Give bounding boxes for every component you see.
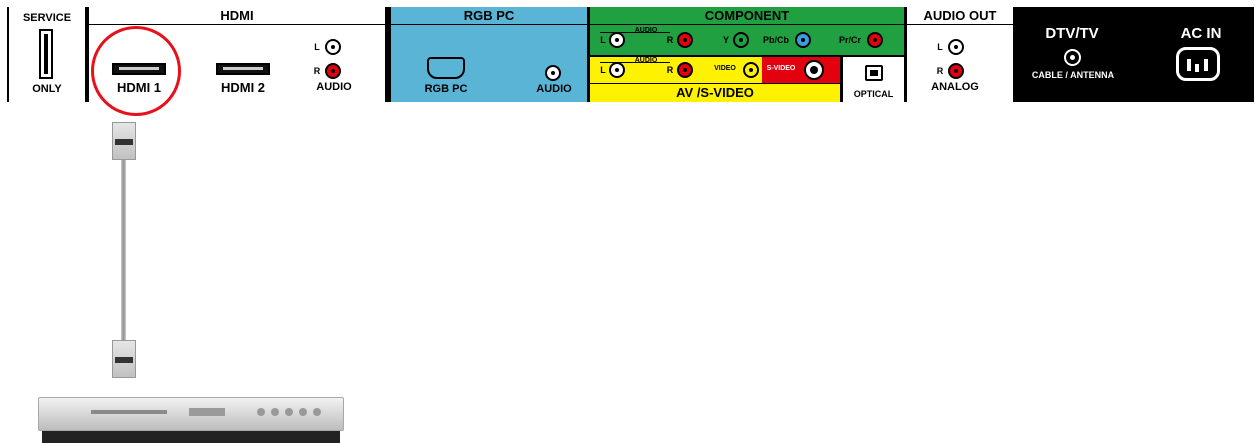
service-section: SERVICE ONLY xyxy=(9,7,85,102)
rgb-pc-section: RGB PC RGB PC AUDIO xyxy=(391,7,587,102)
dvd-display xyxy=(189,408,225,416)
av-title: AV /S-VIDEO xyxy=(676,85,754,100)
audio-out-analog-label: ANALOG xyxy=(931,81,979,93)
component-title-divider xyxy=(590,24,904,25)
rgb-pc-title-divider xyxy=(391,24,587,25)
av-video-label: VIDEO xyxy=(714,65,736,72)
hdmi-title-divider xyxy=(89,24,385,25)
audio-out-r-label: R xyxy=(936,66,944,76)
hdmi-audio-l-label: L xyxy=(314,42,320,52)
hdmi-section: HDMI HDMI 1 HDMI 2 L R AUDIO xyxy=(89,7,385,116)
hdmi-cable-top-connector xyxy=(112,122,136,160)
hdmi-audio-r-jack[interactable] xyxy=(325,63,341,79)
hdmi-cable-wire xyxy=(121,160,126,340)
component-audio-l-jack[interactable] xyxy=(609,32,625,48)
component-y-jack[interactable] xyxy=(733,32,749,48)
component-r-label: R xyxy=(666,35,674,45)
hdmi-2-label: HDMI 2 xyxy=(220,80,266,95)
hdmi-cable-bottom-connector xyxy=(112,340,136,378)
component-audio-r-jack[interactable] xyxy=(677,32,693,48)
av-audio-r-jack[interactable] xyxy=(677,62,693,78)
audio-out-title: AUDIO OUT xyxy=(923,8,997,23)
dvd-tray xyxy=(91,410,167,414)
dvd-player xyxy=(38,397,344,443)
av-title-divider xyxy=(590,83,840,84)
rgb-audio-label: AUDIO xyxy=(536,83,572,95)
component-audio-label: AUDIO xyxy=(634,27,658,34)
dvd-button xyxy=(271,408,279,416)
av-section: L AUDIO R VIDEO S-VIDEO AV /S-VIDEO xyxy=(590,57,840,102)
audio-out-title-divider xyxy=(907,24,1013,25)
ac-power-socket[interactable] xyxy=(1176,47,1220,81)
optical-section: OPTICAL xyxy=(843,57,904,102)
service-port[interactable] xyxy=(39,29,53,79)
hdmi-audio-r-label: R xyxy=(313,66,321,76)
av-audio-label: AUDIO xyxy=(634,57,658,64)
component-pr-jack[interactable] xyxy=(867,32,883,48)
av-audio-bracket xyxy=(600,62,670,63)
component-section: COMPONENT L AUDIO R Y Pb/Cb Pr/Cr xyxy=(590,7,904,55)
component-l-label: L xyxy=(600,35,606,45)
dvd-button xyxy=(285,408,293,416)
tv-back-panel: SERVICE ONLY HDMI HDMI 1 HDMI 2 L R AUDI… xyxy=(7,7,1254,116)
av-audio-l-jack[interactable] xyxy=(609,62,625,78)
ac-in-title: AC IN xyxy=(1180,25,1222,42)
av-video-jack[interactable] xyxy=(743,62,759,78)
audio-out-l-label: L xyxy=(937,42,943,52)
coax-port[interactable] xyxy=(1064,49,1081,66)
av-svideo-jack[interactable] xyxy=(804,60,824,80)
dvd-player-base xyxy=(42,431,340,443)
av-l-label: L xyxy=(600,65,606,75)
av-r-label: R xyxy=(666,65,674,75)
audio-out-section: AUDIO OUT L R ANALOG xyxy=(907,7,1013,102)
component-y-label: Y xyxy=(722,35,729,45)
dtv-sub-label: CABLE / ANTENNA xyxy=(1031,70,1115,80)
dvd-player-body xyxy=(38,397,344,431)
audio-out-r-jack[interactable] xyxy=(948,63,964,79)
rgb-pc-label: RGB PC xyxy=(424,83,468,95)
hdmi-1-highlight-circle xyxy=(91,26,181,116)
component-audio-bracket xyxy=(600,32,670,33)
hdmi-2-port[interactable] xyxy=(216,63,270,75)
optical-label: OPTICAL xyxy=(853,89,894,99)
vga-port[interactable] xyxy=(427,57,465,79)
av-svideo-label: S-VIDEO xyxy=(766,65,796,72)
component-title: COMPONENT xyxy=(704,8,790,23)
dtv-title: DTV/TV xyxy=(1045,25,1099,42)
dvd-button xyxy=(257,408,265,416)
hdmi-audio-l-jack[interactable] xyxy=(325,39,341,55)
rgb-pc-title: RGB PC xyxy=(463,8,515,23)
hdmi-cable xyxy=(108,122,148,382)
av-svideo-block xyxy=(762,57,840,83)
hdmi-audio-label: AUDIO xyxy=(316,81,352,93)
component-pb-label: Pb/Cb xyxy=(763,35,789,45)
rgb-audio-jack[interactable] xyxy=(545,65,561,81)
optical-port[interactable] xyxy=(865,65,883,81)
service-title: SERVICE xyxy=(22,12,72,24)
service-bottom-label: ONLY xyxy=(32,83,62,95)
audio-out-l-jack[interactable] xyxy=(948,39,964,55)
hdmi-title: HDMI xyxy=(220,8,254,23)
dvd-button xyxy=(299,408,307,416)
component-pb-jack[interactable] xyxy=(795,32,811,48)
dvd-button xyxy=(313,408,321,416)
component-pr-label: Pr/Cr xyxy=(838,35,861,45)
